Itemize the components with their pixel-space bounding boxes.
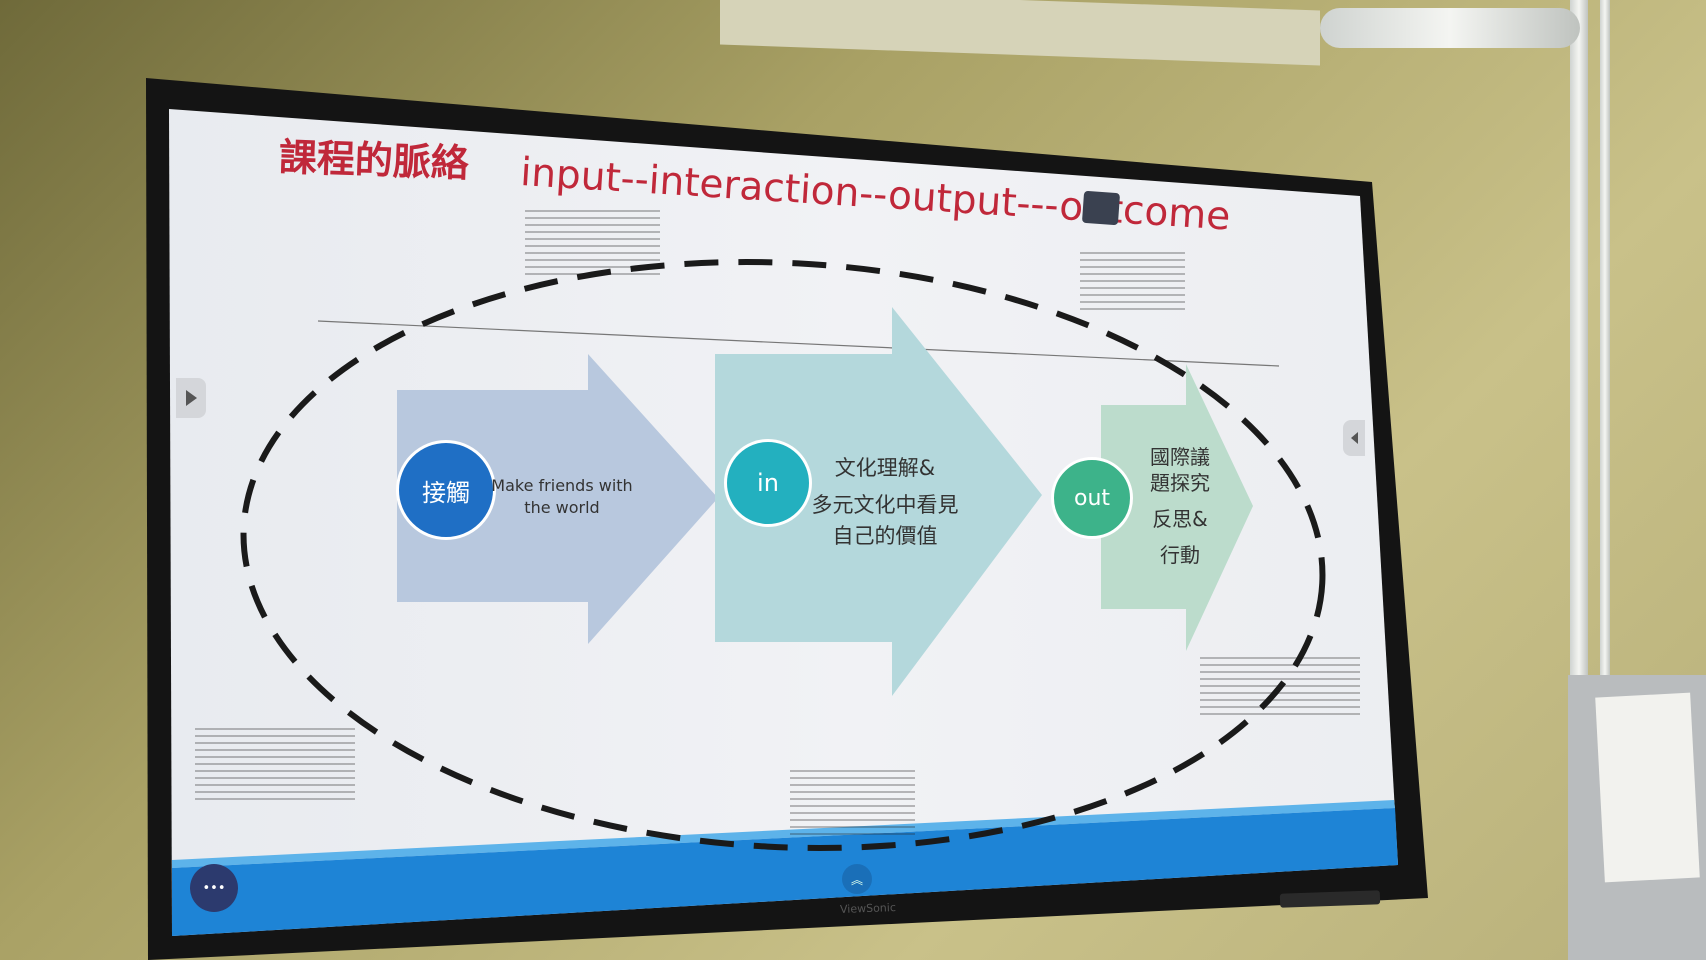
next-slide-tab[interactable]	[1343, 420, 1365, 456]
document-icon[interactable]	[1081, 190, 1121, 226]
stage1-text: Make friends with the world	[491, 476, 633, 517]
badge-contact: 接觸	[396, 440, 496, 540]
wall-conduit	[1600, 0, 1610, 680]
prev-slide-tab[interactable]	[176, 378, 206, 418]
arrow-2	[715, 307, 1042, 696]
ceiling-pipe	[1320, 8, 1580, 48]
stage3-text: 國際議 題探究 反思& 行動	[1150, 445, 1210, 567]
dashed-ellipse	[240, 259, 1326, 851]
divider-line	[317, 320, 1280, 367]
badge-out: out	[1051, 457, 1133, 539]
badge-in: in	[724, 439, 812, 527]
menu-button[interactable]: •••	[190, 864, 238, 912]
play-left-icon	[185, 390, 197, 406]
garbled-label	[1080, 250, 1185, 310]
wall-conduit	[1570, 0, 1588, 700]
garbled-label	[790, 770, 915, 835]
chevron-up-button[interactable]: ︽	[842, 864, 872, 894]
arrow-1	[397, 354, 718, 644]
arrow-3	[1101, 364, 1253, 651]
garbled-label	[195, 725, 355, 800]
arrow-left-icon	[1350, 432, 1358, 444]
garbled-label	[525, 210, 660, 275]
stage2-text: 文化理解& 多元文化中看見 自己的價值	[811, 456, 959, 548]
monitor-brand: ViewSonic	[839, 901, 897, 916]
